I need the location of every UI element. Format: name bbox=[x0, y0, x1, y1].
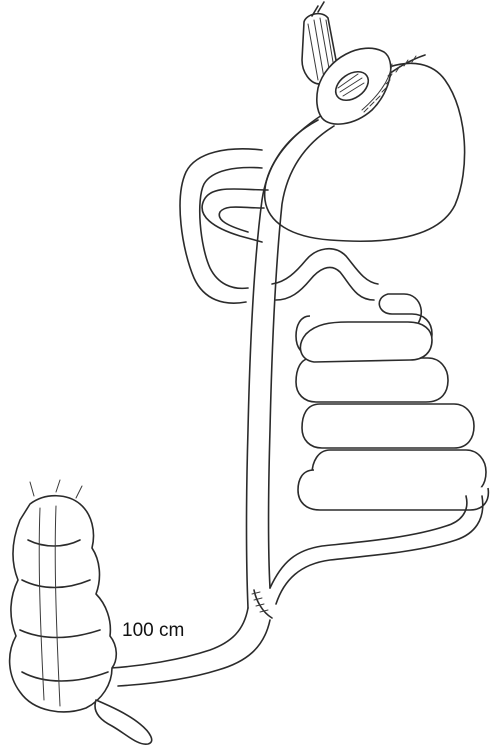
colon bbox=[10, 480, 152, 744]
common-channel bbox=[110, 496, 483, 686]
common-channel-length-label: 100 cm bbox=[122, 620, 184, 641]
small-bowel-loops bbox=[296, 294, 488, 510]
